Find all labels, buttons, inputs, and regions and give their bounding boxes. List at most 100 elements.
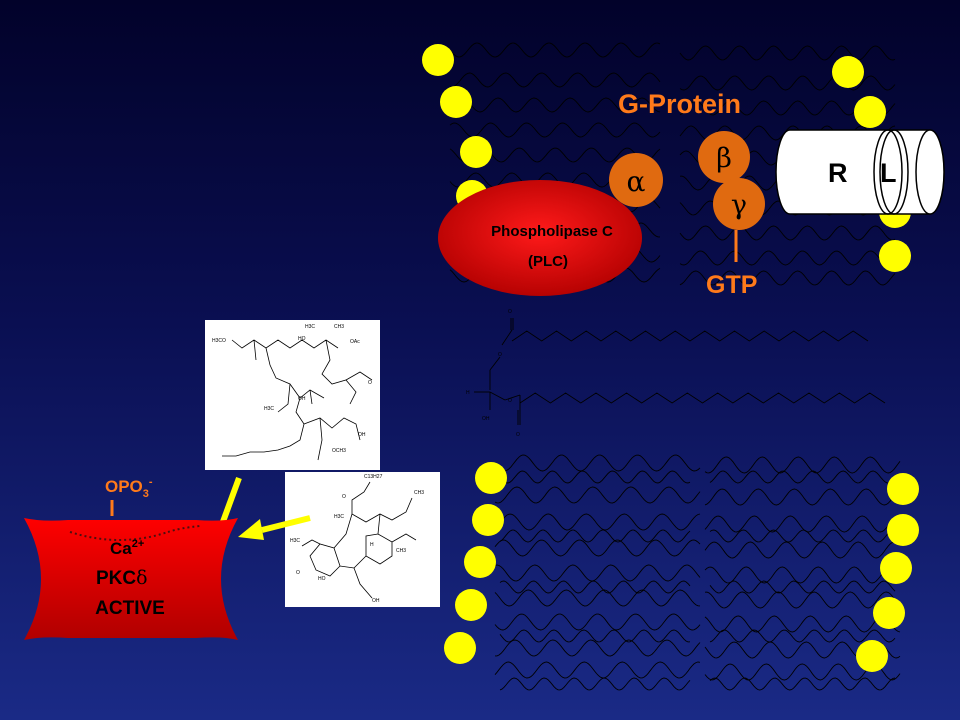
lipid-tail [494,486,701,504]
bryo-h3c-2: H3C [264,406,274,412]
lipid-tail [499,580,691,594]
plc-abbrev: (PLC) [528,253,568,270]
phospholipase-c: Phospholipase C (PLC) [438,180,642,296]
phorbol-ch3-1: CH3 [414,490,424,496]
receptor-label: R [828,158,848,188]
calcium-binding-line [69,531,169,541]
dag-oxygen-1: O [508,309,512,315]
lipid-tail [709,470,896,484]
lipid-tail [449,97,661,113]
dag-oxygen-4: O [516,432,520,438]
pkc-delta-active: OPO3- Ca2+ PKCδ ACTIVE [24,476,238,640]
lipid-head [460,136,492,168]
lipid-head [422,44,454,76]
lipid-tail [499,677,691,691]
alpha-subunit [609,153,663,207]
lipid-tail [494,589,701,607]
bryo-oh-2: OH [358,432,366,438]
gamma-symbol: γ [731,190,747,221]
lipid-head [455,589,487,621]
phorbol-oh: OH [372,598,380,604]
dag-hydrogen: H [466,390,470,396]
lower-lipid-bilayer [444,454,919,691]
bryo-oh-1: OH [298,396,306,402]
bryo-och3: OCH3 [332,448,346,454]
lipid-head [475,462,507,494]
bryostatin-structure: H3CO H3C CH3 OAc OH OH HO O OCH3 H3C [205,320,380,470]
lipid-head [854,96,886,128]
lipid-tail [679,250,896,266]
lipid-tail [494,661,701,679]
lipid-tail [499,470,691,484]
lipid-head [464,546,496,578]
lipid-head [879,240,911,272]
lipid-tail [704,488,901,506]
lipid-head [856,640,888,672]
lipid-tail [679,75,896,91]
phorbol-ch3-2: CH3 [396,548,406,554]
gamma-subunit [713,178,765,230]
lipid-tail [679,225,896,241]
lipid-tail [704,515,901,533]
lipid-head [832,56,864,88]
phorbol-h: H [370,542,374,548]
lipid-tail [679,45,896,61]
lipid-tail [495,639,701,657]
lipid-head [887,514,919,546]
lipid-tail [679,270,896,286]
lipid-head [880,552,912,584]
lipid-head [440,86,472,118]
bryo-h3c: H3C [305,324,315,330]
diacylglycerol-structure: O O O O H OH [466,309,886,438]
bryo-oac: OAc [350,339,360,345]
dag-oxygen-2: O [498,352,502,358]
phorbol-c13h27: C13H27 [364,474,383,480]
pkc-name: PKCδ [96,567,148,589]
lipid-tail [494,564,701,582]
bryo-ch3: CH3 [334,324,344,330]
arrow-shaft-2 [261,515,311,533]
arrow-head-2 [238,519,264,540]
receptor: R L [775,129,945,215]
dag-hydroxyl: OH [482,416,490,422]
lipid-tail [494,539,701,557]
lipid-tail [449,42,661,58]
lipid-head [887,473,919,505]
phorbol-h3c: H3C [334,514,344,520]
bryo-ho: HO [298,336,306,342]
phorbol-ester-structure: C13H27 O CH3 H3C H3C CH3 H HO OH O [285,472,440,607]
lipid-tail [704,615,901,633]
lipid-tail [704,541,901,559]
beta-symbol: β [716,143,732,174]
dag-oxygen-3: O [508,398,512,404]
phorbol-ho: HO [318,576,326,582]
phorbol-o-1: O [342,494,346,500]
bryo-h3co: H3CO [212,338,226,344]
lipid-tail [709,580,896,594]
lipid-head [472,504,504,536]
alpha-symbol: α [627,165,646,198]
lipid-tail [704,566,901,584]
lipid-tail [499,529,691,543]
lipid-tail [499,629,691,643]
lipid-head [873,597,905,629]
lipid-tail [494,454,701,472]
phorbol-h3c-2: H3C [290,538,300,544]
bryo-o: O [368,380,372,386]
phorbol-o-2: O [296,570,300,576]
phosphate-label: OPO3- [105,476,153,500]
calcium-label: Ca2+ [110,538,144,558]
g-protein: α β γ G-Protein GTP [609,89,765,299]
lipid-tail [449,122,661,138]
plc-name: Phospholipase C [491,223,613,240]
beta-subunit [698,131,750,183]
lipid-tail [709,529,896,543]
lipid-tail [704,456,901,474]
lipid-tail [494,613,701,631]
gtp-label: GTP [706,271,757,299]
pkc-status: ACTIVE [95,598,165,619]
lipid-head [444,632,476,664]
lipid-tail [709,677,896,691]
g-protein-title: G-Protein [618,89,741,119]
